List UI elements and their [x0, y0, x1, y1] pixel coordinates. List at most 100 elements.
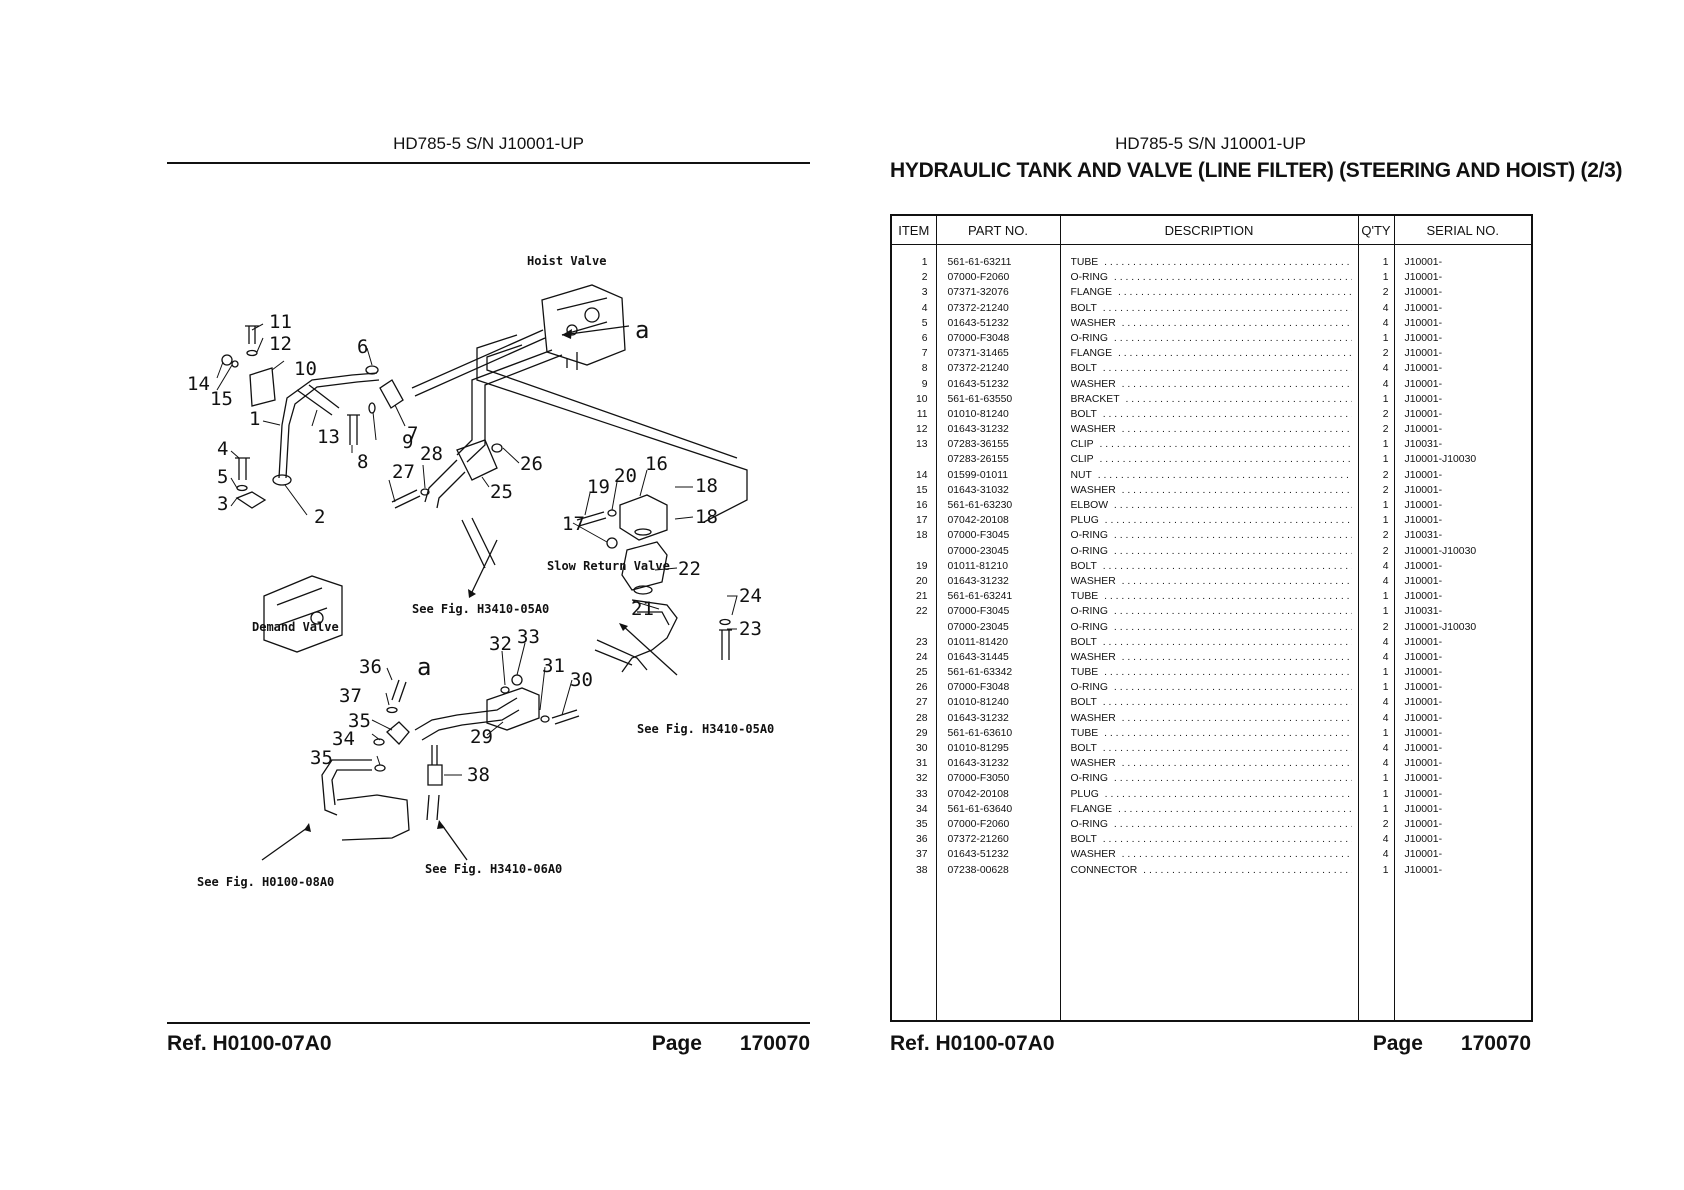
part-no-cell: 01010-81240	[947, 408, 1009, 420]
item-cell: 38	[915, 864, 928, 876]
description-text: CLIP	[1070, 439, 1097, 451]
callout: 3	[217, 493, 228, 515]
description-cell: O-RING . . . . . . . . . . . . . . . . .…	[1061, 771, 1358, 786]
dot-leader: . . . . . . . . . . . . . . . . . . . . …	[1113, 272, 1352, 284]
page-title: HYDRAULIC TANK AND VALVE (LINE FILTER) (…	[890, 159, 1623, 182]
hoist-valve-shape	[541, 284, 626, 366]
leader-dots: BOLT . . . . . . . . . . . . . . . . . .…	[1070, 832, 1352, 847]
serial-no-cell: J10001-	[1404, 636, 1443, 648]
leader-dots: WASHER . . . . . . . . . . . . . . . . .…	[1070, 377, 1352, 392]
callout: 21	[631, 598, 654, 620]
item-cell: 12	[915, 424, 928, 436]
dot-leader: . . . . . . . . . . . . . . . . . . . . …	[1102, 636, 1352, 648]
description-text: BOLT	[1070, 302, 1100, 314]
serial-no-cell: J10001-	[1404, 393, 1443, 405]
callout: 7	[407, 423, 418, 445]
callout: 5	[217, 466, 228, 488]
serial-no-cell: J10031-	[1404, 606, 1443, 618]
part-no-cell: 561-61-63230	[947, 500, 1013, 511]
item-cell: 35	[915, 818, 928, 830]
leader-dots: FLANGE . . . . . . . . . . . . . . . . .…	[1070, 346, 1352, 361]
serial-no-cell: J10001-	[1404, 591, 1443, 603]
serial-no-cell: J10001-	[1404, 682, 1443, 694]
dot-leader: . . . . . . . . . . . . . . . . . . . . …	[1113, 818, 1352, 830]
item-cell: 8	[921, 363, 928, 375]
ref-a-label: a	[635, 316, 649, 344]
leader-dots: BOLT . . . . . . . . . . . . . . . . . .…	[1070, 361, 1352, 376]
col-header-serial-no: SERIAL NO.	[1394, 215, 1532, 245]
description-cell: PLUG . . . . . . . . . . . . . . . . . .…	[1061, 513, 1358, 528]
description-cell: WASHER . . . . . . . . . . . . . . . . .…	[1061, 316, 1358, 331]
item-cell	[892, 620, 936, 635]
page-word: Page	[651, 1032, 702, 1055]
callout: 15	[210, 388, 233, 410]
qty-cell: 4	[1382, 636, 1389, 648]
description-cell: WASHER . . . . . . . . . . . . . . . . .…	[1061, 847, 1358, 862]
part-no-cell: 01643-31032	[947, 484, 1009, 496]
item-cell: 34	[915, 803, 928, 815]
part-no-cell: 07372-21240	[947, 302, 1009, 314]
tube-21-shape	[631, 599, 678, 651]
description-cell: O-RING . . . . . . . . . . . . . . . . .…	[1061, 331, 1358, 346]
callout: 17	[562, 513, 585, 535]
serial-no-cell: J10001-	[1404, 424, 1443, 436]
qty-cell: 1	[1382, 803, 1389, 815]
leader-dots: WASHER . . . . . . . . . . . . . . . . .…	[1070, 574, 1352, 589]
callout: 22	[678, 558, 701, 580]
leader-dots: BOLT . . . . . . . . . . . . . . . . . .…	[1070, 695, 1352, 710]
bracket-10-shape	[249, 367, 276, 407]
callout: 18	[695, 506, 718, 528]
description-text: BOLT	[1070, 636, 1100, 648]
part-no-cell: 07371-31465	[947, 348, 1009, 360]
item-cell: 33	[915, 788, 928, 800]
serial-no-cell: J10031-	[1404, 439, 1443, 451]
leader-dots: PLUG . . . . . . . . . . . . . . . . . .…	[1070, 513, 1352, 528]
description-text: TUBE	[1070, 667, 1102, 679]
leader-dots: WASHER . . . . . . . . . . . . . . . . .…	[1070, 483, 1352, 498]
leader-dots: BOLT . . . . . . . . . . . . . . . . . .…	[1070, 559, 1352, 574]
description-text: NUT	[1070, 469, 1095, 481]
description-text: WASHER	[1070, 651, 1119, 663]
qty-cell: 2	[1382, 530, 1389, 542]
serial-no-cell: J10001-	[1404, 818, 1443, 830]
qty-cell: 4	[1382, 302, 1389, 314]
description-cell: O-RING . . . . . . . . . . . . . . . . .…	[1061, 604, 1358, 619]
serial-no-cell: J10001-	[1404, 575, 1443, 587]
serial-no-cell: J10001-	[1404, 302, 1443, 314]
item-cell: 27	[915, 697, 928, 709]
description-cell: WASHER . . . . . . . . . . . . . . . . .…	[1061, 756, 1358, 771]
description-text: BRACKET	[1070, 393, 1123, 405]
part-no-cell: 07042-20108	[947, 515, 1009, 527]
qty-cell: 2	[1382, 348, 1389, 360]
elbow-25-shape	[456, 439, 498, 481]
qty-cell: 1	[1382, 515, 1389, 527]
dot-leader: . . . . . . . . . . . . . . . . . . . . …	[1121, 758, 1352, 770]
part-no-cell: 01643-51232	[947, 849, 1009, 861]
qty-cell: 2	[1382, 545, 1389, 557]
description-text: O-RING	[1070, 621, 1112, 633]
qty-cell: 2	[1382, 621, 1389, 633]
description-cell: TUBE . . . . . . . . . . . . . . . . . .…	[1061, 665, 1358, 680]
description-cell: NUT . . . . . . . . . . . . . . . . . . …	[1061, 468, 1358, 483]
dot-leader: . . . . . . . . . . . . . . . . . . . . …	[1117, 803, 1352, 815]
callout: 1	[249, 408, 260, 430]
description-cell: WASHER . . . . . . . . . . . . . . . . .…	[1061, 711, 1358, 726]
leader-dots: CLIP . . . . . . . . . . . . . . . . . .…	[1070, 452, 1352, 467]
serial-no-cell: J10001-	[1404, 864, 1443, 876]
item-cell: 3	[921, 287, 928, 299]
callout: 10	[294, 358, 317, 380]
description-text: TUBE	[1070, 257, 1102, 268]
table-header-row: ITEM PART NO. DESCRIPTION Q'TY SERIAL NO…	[891, 215, 1532, 245]
serial-no-cell: J10001-	[1404, 743, 1443, 754]
item-cell: 21	[915, 591, 928, 603]
serial-no-cell: J10001-J10030	[1404, 621, 1477, 633]
description-text: O-RING	[1070, 530, 1112, 542]
leader-dots: TUBE . . . . . . . . . . . . . . . . . .…	[1070, 255, 1352, 270]
dot-leader: . . . . . . . . . . . . . . . . . . . . …	[1113, 545, 1352, 557]
serial-no-cell: J10001-	[1404, 500, 1443, 511]
